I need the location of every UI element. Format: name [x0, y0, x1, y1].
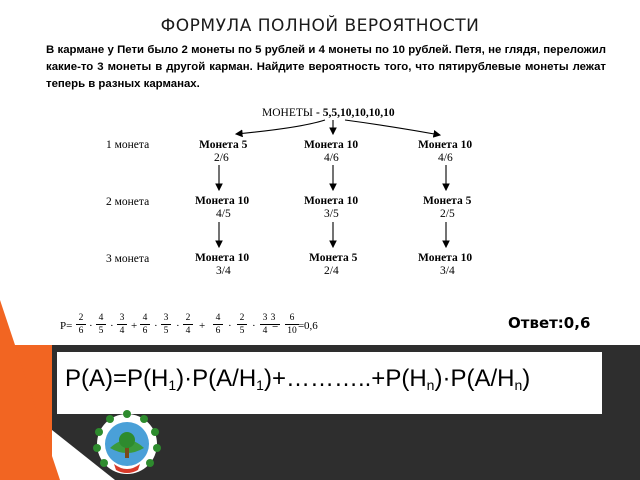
answer: Ответ:0,6 [508, 314, 591, 332]
formula-box [57, 352, 602, 414]
calc-operator: + [131, 320, 138, 332]
node-3-3-label: Монета 10 [418, 252, 472, 264]
calc-operator: · [228, 320, 232, 332]
numerator: 2 [185, 313, 191, 323]
calc-operator: · [176, 320, 180, 332]
tree-root-values: - 5,5,10,10,10,10 [316, 107, 395, 119]
numerator: 3 [119, 313, 125, 323]
denominator: 5 [98, 326, 104, 336]
orange-wedge-shape [0, 300, 60, 480]
fraction-bar [213, 324, 223, 325]
total-probability-formula: P(A)=P(H1)·P(A/H1)+………..+P(Hn)·P(A/Hn) [65, 365, 530, 393]
node-2-3-label: Монета 5 [423, 195, 472, 207]
node-3-1-prob: 3/4 [216, 265, 231, 277]
numerator: 6 [289, 313, 295, 323]
calc-operator: + [199, 320, 206, 332]
node-2-1-label: Монета 10 [195, 195, 249, 207]
formula-part: ) [522, 365, 531, 392]
denominator: 6 [215, 326, 221, 336]
denominator: 10 [287, 326, 297, 336]
fraction-bar [117, 324, 127, 325]
calc-operator: · [154, 320, 158, 332]
fraction-bar [183, 324, 193, 325]
formula-index: n [514, 377, 523, 393]
calc-operator: · [252, 320, 256, 332]
slide-title: ФОРМУЛА ПОЛНОЙ ВЕРОЯТНОСТИ [160, 16, 480, 36]
node-3-2-label: Монета 5 [309, 252, 358, 264]
fraction-bar [237, 324, 247, 325]
fraction-bar [266, 324, 280, 325]
arrow-root-right [344, 119, 442, 138]
formula-part: )·P(A/H [176, 365, 257, 392]
node-2-1-prob: 4/5 [216, 208, 231, 220]
node-1-2-prob: 4/6 [324, 152, 339, 164]
row-label-3: 3 монета [106, 253, 149, 265]
fraction-bar [285, 324, 299, 325]
calc-operator: = [298, 320, 305, 332]
formula-part: P(A)=P(H [65, 365, 169, 392]
numerator: 2 [78, 313, 84, 323]
problem-text: В кармане у Пети было 2 монеты по 5 рубл… [46, 44, 606, 90]
node-2-2-label: Монета 10 [304, 195, 358, 207]
node-3-1-label: Монета 10 [195, 252, 249, 264]
node-1-2-label: Монета 10 [304, 139, 358, 151]
formula-part: )·P(A/H [434, 365, 515, 392]
calc-lhs: P= [60, 320, 73, 332]
node-1-3-label: Монета 10 [418, 139, 472, 151]
node-2-2-prob: 3/5 [324, 208, 339, 220]
tree-globe-emblem-icon [93, 410, 161, 474]
calc-operator: · [110, 320, 114, 332]
denominator: 5 [163, 326, 169, 336]
calc-fraction: 3 [265, 313, 281, 325]
fraction-bar [76, 324, 86, 325]
denominator: 6 [78, 326, 84, 336]
fraction-bar [161, 324, 171, 325]
node-1-3-prob: 4/6 [438, 152, 453, 164]
formula-part: )+………..+P(H [263, 365, 427, 392]
denominator: 4 [119, 326, 125, 336]
formula-index: n [426, 377, 435, 393]
node-1-1-label: Монета 5 [199, 139, 248, 151]
numerator: 3 [262, 313, 268, 323]
node-2-3-prob: 2/5 [440, 208, 455, 220]
numerator: 2 [239, 313, 245, 323]
node-3-3-prob: 3/4 [440, 265, 455, 277]
row-label-1: 1 монета [106, 139, 149, 151]
calc-operator: · [89, 320, 93, 332]
denominator: 6 [142, 326, 148, 336]
numerator: 4 [215, 313, 221, 323]
denominator: 4 [262, 326, 268, 336]
denominator: 4 [185, 326, 191, 336]
formula-index: 1 [168, 377, 177, 393]
denominator: 5 [239, 326, 245, 336]
row-label-2: 2 монета [106, 196, 149, 208]
fraction-bar [140, 324, 150, 325]
node-1-1-prob: 2/6 [214, 152, 229, 164]
numerator: 3 [163, 313, 169, 323]
tree-root-label: МОНЕТЫ [262, 107, 313, 119]
numerator: 4 [142, 313, 148, 323]
calc-operator: = [272, 320, 279, 332]
node-3-2-prob: 2/4 [324, 265, 339, 277]
calc-result: 0,6 [304, 320, 318, 332]
fraction-bar [96, 324, 106, 325]
formula-index: 1 [256, 377, 264, 393]
arrow-root-left [234, 119, 326, 138]
fraction-bar [260, 324, 270, 325]
numerator: 4 [98, 313, 104, 323]
numerator: 3 [270, 313, 276, 323]
